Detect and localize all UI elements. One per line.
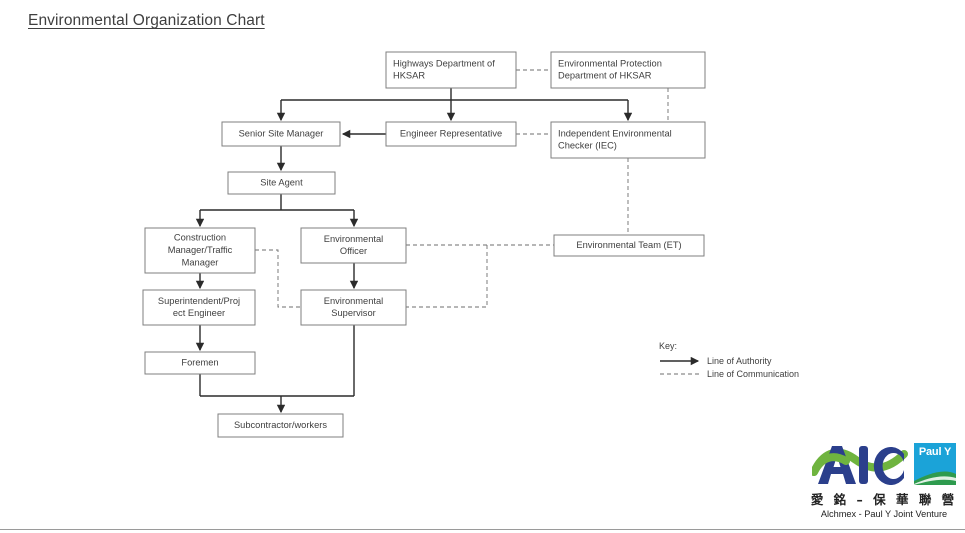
bottom-divider [0, 529, 965, 530]
node-foremen-label: Foremen [181, 357, 218, 367]
logo-english-name: Alchmex - Paul Y Joint Venture [820, 509, 948, 519]
edge-eo-esup-comm [406, 245, 488, 308]
node-subcon[interactable]: Subcontractor/workers [217, 413, 344, 438]
node-group: Highways Department of HKSAR Environmental… [142, 51, 706, 438]
node-eo-box [300, 227, 407, 264]
node-siteagent-label: Site Agent [260, 177, 303, 187]
node-esup-box [300, 289, 407, 326]
node-iec-label: Independent Environmental [558, 128, 672, 138]
node-supproj[interactable]: Superintendent/Proj ect Engineer [142, 289, 256, 326]
node-engrep[interactable]: Engineer Representative [385, 121, 517, 147]
node-supproj-label: Superintendent/Proj [158, 296, 240, 306]
node-esup-label: Supervisor [331, 308, 375, 318]
node-engrep-box [385, 121, 517, 147]
communication-lines [255, 69, 669, 308]
node-ssm[interactable]: Senior Site Manager [221, 121, 341, 147]
legend-key-label: Key: [659, 341, 677, 351]
node-engrep-label: Engineer Representative [400, 128, 502, 138]
node-iec-box [550, 121, 706, 159]
node-esup-label: Environmental [324, 296, 383, 306]
node-cmtm-label: Construction [174, 233, 226, 243]
node-epd-label: Department of HKSAR [558, 71, 652, 81]
node-eo-label: Officer [340, 246, 367, 256]
node-subcon-box [217, 413, 344, 438]
authority-lines [195, 88, 633, 414]
node-highways-label: HKSAR [393, 71, 425, 81]
node-supproj-box [142, 289, 256, 326]
node-epd-label: Environmental Protection [558, 58, 662, 68]
node-highways-box [385, 51, 517, 89]
node-et-label: Environmental Team (ET) [576, 240, 681, 250]
node-foremen-box [144, 351, 256, 375]
node-supproj-label: ect Engineer [173, 308, 225, 318]
node-foremen[interactable]: Foremen [144, 351, 256, 375]
node-eo-label: Environmental [324, 234, 383, 244]
node-ssm-box [221, 121, 341, 147]
pauly-badge-text: Paul Y [918, 446, 952, 458]
legend: Key: Line of Authority Line of Communica… [659, 341, 799, 379]
node-et[interactable]: Environmental Team (ET) [553, 234, 705, 257]
pauly-badge-icon: Paul Y [914, 443, 956, 485]
node-siteagent-box [227, 171, 336, 195]
node-highways[interactable]: Highways Department of HKSAR [385, 51, 517, 89]
legend-item-authority-label: Line of Authority [707, 356, 772, 366]
logo-marks: Paul Y [806, 440, 962, 488]
node-iec-label: Checker (IEC) [558, 141, 617, 151]
node-highways-label: Highways Department of [393, 58, 495, 68]
node-et-box [553, 234, 705, 257]
logo-chinese-name: 愛 銘 – 保 華 聯 營 [810, 492, 958, 507]
aic-mark-icon [810, 440, 908, 486]
node-cmtm-label: Manager/Traffic [168, 245, 233, 255]
edge-cmtm-esup [255, 249, 301, 308]
company-logo: Paul Y 愛 銘 – 保 華 聯 營 Alchmex - Paul Y Jo… [806, 440, 962, 522]
node-cmtm-label: Manager [182, 257, 219, 267]
node-ssm-label: Senior Site Manager [239, 128, 324, 138]
node-subcon-label: Subcontractor/workers [234, 420, 327, 430]
node-cmtm-box [144, 227, 256, 274]
node-siteagent[interactable]: Site Agent [227, 171, 336, 195]
node-epd-box [550, 51, 706, 89]
legend-item-communication-label: Line of Communication [707, 369, 799, 379]
page-title: Environmental Organization Chart [28, 12, 265, 29]
